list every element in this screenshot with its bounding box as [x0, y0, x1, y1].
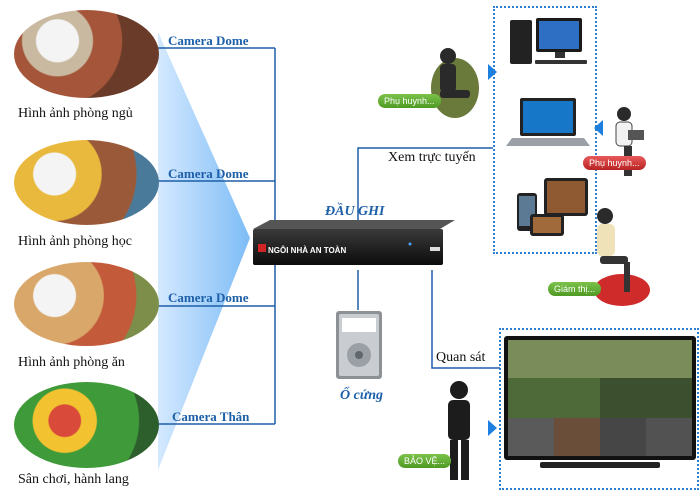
desktop-computer [510, 18, 587, 64]
photo-dining-room [14, 262, 159, 346]
room-label-classroom: Hình ảnh phòng học [18, 234, 132, 249]
surveillance-monitor [504, 336, 696, 468]
viewer-tag-guard: BẢO VỆ... [398, 454, 452, 468]
camera-label-4: Camera Thân [172, 409, 250, 424]
monitor-box [499, 328, 699, 490]
online-devices-box [493, 6, 597, 254]
photo-bedroom [14, 10, 159, 98]
tablet-devices [517, 178, 588, 236]
laptop-computer [506, 98, 590, 146]
room-label-dining: Hình ảnh phòng ăn [18, 355, 125, 370]
person-parent-sitting [431, 48, 479, 118]
recorder-brand: NGÔI NHÀ AN TOÀN [268, 246, 347, 255]
photo-playground [14, 382, 159, 468]
monitor-label: Quan sát [436, 350, 486, 365]
signal-funnel [158, 32, 250, 470]
person-guard [448, 381, 470, 480]
online-label: Xem trực tuyến [388, 150, 476, 165]
viewer-tag-parent-1: Phụ huynh... [378, 94, 441, 108]
viewer-tag-supervisor: Giám thị... [548, 282, 602, 296]
person-supervisor [594, 208, 650, 306]
camera-label-1: Camera Dome [168, 33, 249, 48]
hdd-label: Ổ cứng [340, 388, 383, 403]
room-label-bedroom: Hình ảnh phòng ngủ [18, 106, 133, 121]
output-lines [357, 147, 500, 369]
arrow-icons [488, 64, 603, 436]
viewer-tag-parent-2: Phụ huynh... [583, 156, 646, 170]
dvr-device [253, 220, 455, 265]
recorder-title: ĐẦU GHI [325, 204, 385, 219]
hdd-device [336, 311, 382, 379]
camera-label-3: Camera Dome [168, 290, 249, 305]
photo-classroom [14, 140, 159, 225]
room-label-playground: Sân chơi, hành lang [18, 472, 129, 487]
camera-label-2: Camera Dome [168, 166, 249, 181]
